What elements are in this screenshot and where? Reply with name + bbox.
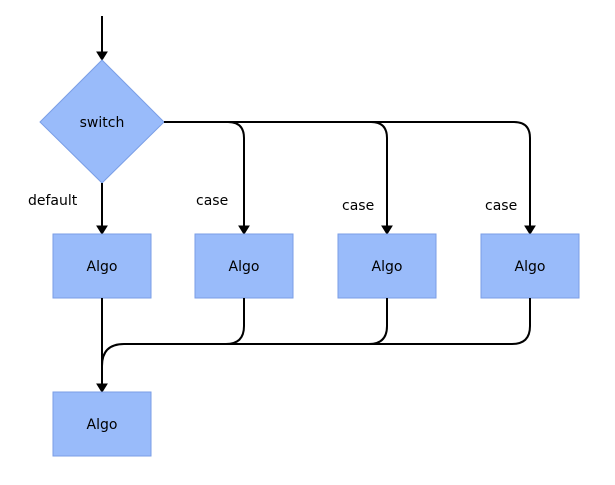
case-node-2-label: Algo <box>372 259 403 275</box>
case-node-2-box <box>337 233 437 299</box>
merge-connector-case-2 <box>226 298 388 345</box>
case-node-3[interactable]: Algo <box>480 233 580 299</box>
case-connector-2 <box>228 121 393 235</box>
merge-connector-case-3 <box>369 298 531 345</box>
default-node-box <box>52 233 152 299</box>
case-edge-label-3: case <box>485 198 517 214</box>
case-node-1-label: Algo <box>229 259 260 275</box>
case-connector-3 <box>371 121 536 235</box>
decision-label: switch <box>80 115 125 131</box>
case-node-1[interactable]: Algo <box>194 233 294 299</box>
case-node-3-label: Algo <box>515 259 546 275</box>
default-node-label: Algo <box>87 259 118 275</box>
merge-node[interactable]: Algo <box>52 391 152 457</box>
case-edge-label-2: case <box>342 198 374 214</box>
default-edge-label: default <box>28 193 78 209</box>
case-edge-label-1: case <box>196 193 228 209</box>
merge-node-label: Algo <box>87 417 118 433</box>
merge-arrowhead <box>96 383 108 393</box>
entry-connector <box>96 16 108 61</box>
merge-connector-case-1 <box>101 298 245 386</box>
default-connector <box>96 183 108 235</box>
switch-decision[interactable]: switch <box>39 59 165 184</box>
merge-node-box <box>52 391 152 457</box>
default-node[interactable]: Algo <box>52 233 152 299</box>
case-connector-1 <box>164 121 250 235</box>
case-node-2[interactable]: Algo <box>337 233 437 299</box>
case-node-3-box <box>480 233 580 299</box>
